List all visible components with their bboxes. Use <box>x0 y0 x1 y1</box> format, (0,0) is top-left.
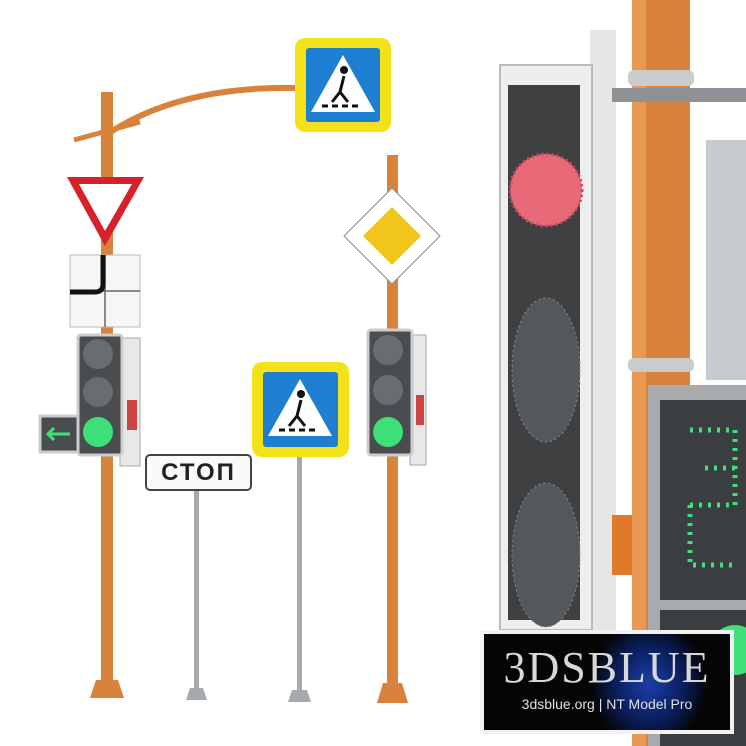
watermark-title: 3DSBLUE <box>503 643 711 692</box>
watermark: 3DSBLUE 3dsblue.org | NT Model Pro <box>480 630 734 734</box>
closeup-traffic-light <box>499 30 616 631</box>
intersection-plate <box>69 254 141 328</box>
crosswalk-sign-top <box>295 38 391 132</box>
stop-sign <box>145 454 252 491</box>
watermark-glow <box>594 634 704 730</box>
stop-sign-text: СТОП <box>161 458 236 486</box>
left-traffic-light <box>38 333 141 467</box>
crosswalk-sign-bottom <box>252 362 349 457</box>
watermark-subtitle: 3dsblue.org | NT Model Pro <box>521 696 693 712</box>
right-traffic-light <box>366 328 427 466</box>
priority-road-sign <box>343 187 441 285</box>
